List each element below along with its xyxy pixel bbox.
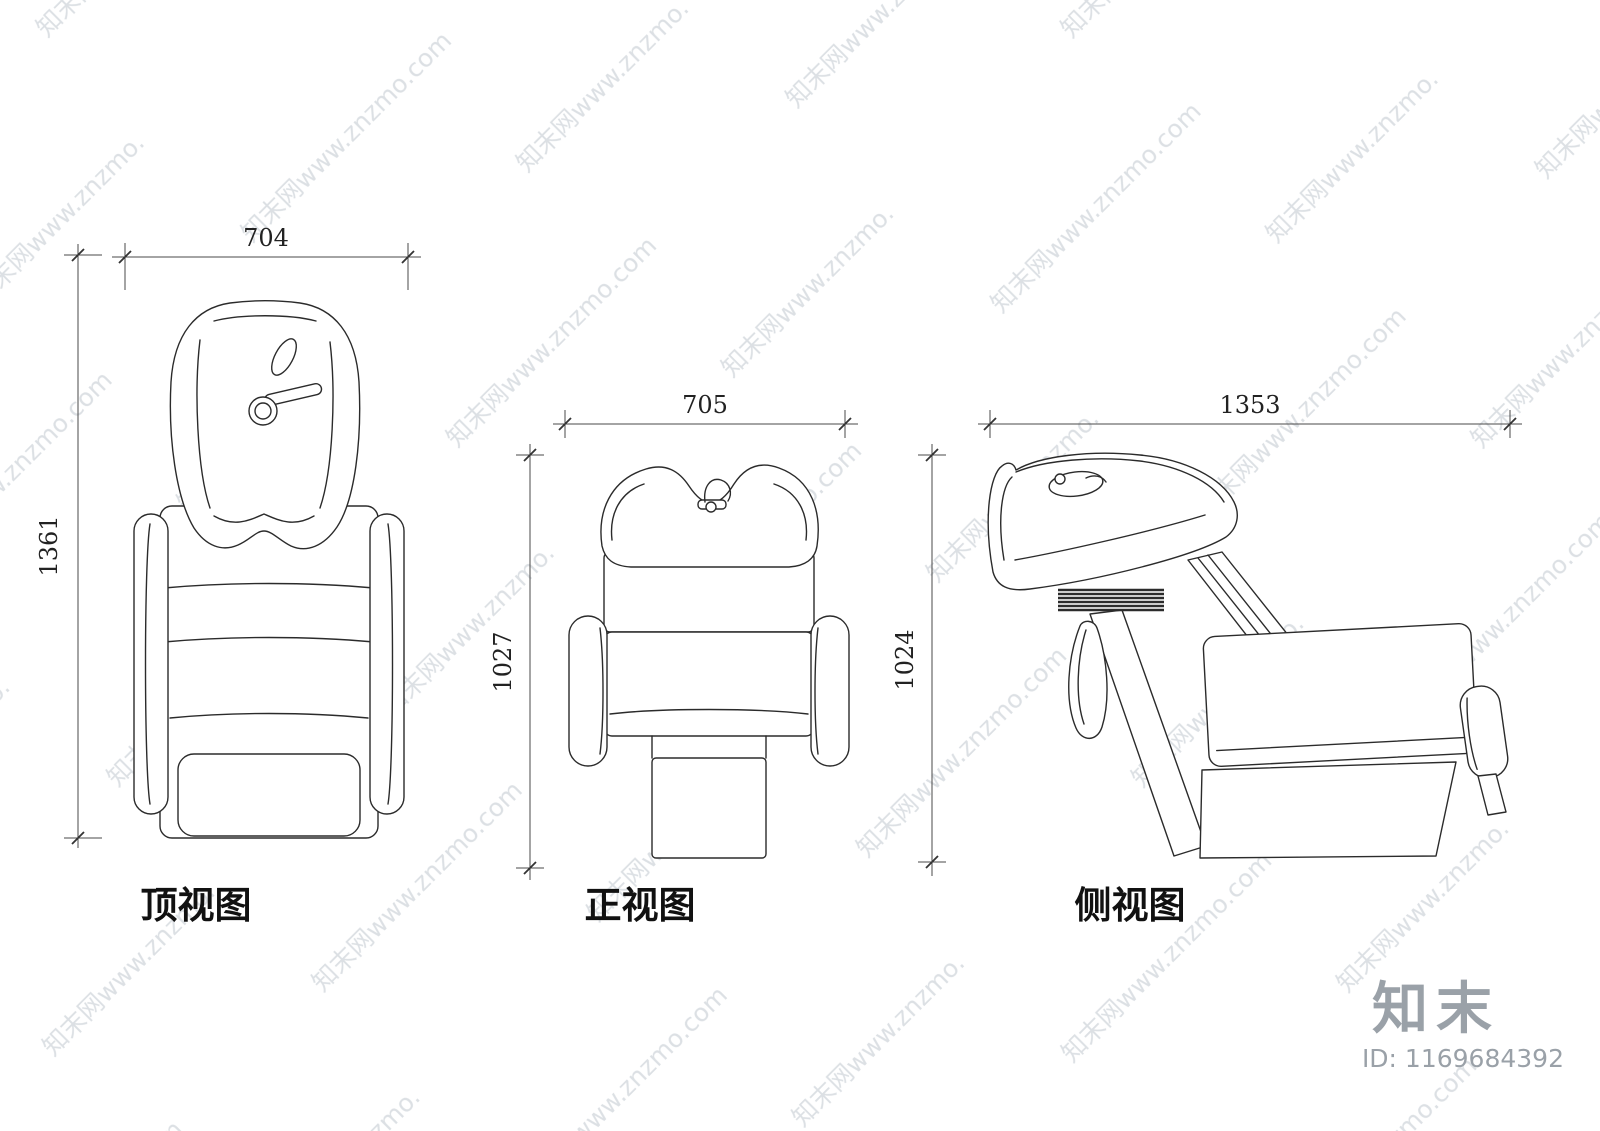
side-view-width-value: 1353 [1219,391,1280,419]
side-drain-hose [1068,620,1108,740]
front-seat [603,631,815,737]
top-faucet-spout [270,338,298,376]
top-basin-neckrest [213,513,315,523]
side-pipe-band [1058,588,1164,612]
front-armrest-right-line [814,627,819,755]
top-basin-rim-top [213,315,317,322]
side-footrest-bracket [1477,773,1507,816]
top-faucet-knob [248,396,278,426]
side-view: 1353 1024 侧视图 [891,391,1522,927]
top-view-label: 顶视图 [141,883,252,927]
side-faucet-spout [1085,475,1107,483]
top-view-height-dimension: 1361 [35,244,102,848]
side-view-height-value: 1024 [891,629,919,690]
top-armrest-left-line [144,523,151,805]
top-view-width-value: 704 [243,224,289,252]
front-view-width-dimension: 705 [553,391,858,438]
front-view-drawing [568,464,850,859]
side-view-height-dimension: 1024 [891,444,946,876]
front-basin-outline [600,464,819,568]
top-seat-line-3 [169,712,369,719]
top-seat-line-1 [163,582,375,589]
side-footrest-line [1466,697,1478,771]
front-view: 705 1027 正视图 [489,391,858,927]
top-armrest-right-line [387,523,394,805]
front-view-height-value: 1027 [489,631,517,692]
top-basin-rim-left [196,339,211,509]
front-seat-underside [651,735,767,759]
top-view-width-dimension: 704 [112,224,421,290]
side-seat-cushion-group [1202,622,1478,768]
front-basin-rim-right [773,483,808,541]
side-recline-strut-lines [1197,554,1279,647]
top-view-drawing [133,300,405,839]
front-armrest-left-line [599,627,604,755]
brand-logo: 知末 [1372,976,1500,1042]
side-base-platform [1199,761,1457,859]
front-faucet-knob [705,501,717,513]
side-view-drawing [987,452,1509,859]
image-id: ID: 1169684392 [1361,1044,1564,1073]
side-drain-hose-line [1077,629,1087,725]
top-faucet-knob-inner [254,402,272,420]
side-basin-inner [1014,514,1206,561]
front-armrest-right [810,615,850,767]
front-faucet-spout [704,478,732,503]
front-view-label: 正视图 [585,883,696,927]
side-footrest-group [1459,685,1509,779]
top-view: 704 1361 顶视图 [35,224,421,927]
side-seat-cushion [1202,622,1478,768]
front-view-width-value: 705 [682,391,728,419]
top-armrest-left [133,513,169,815]
top-basin-rim-right [319,341,334,509]
side-basin-rim-top [1015,458,1225,503]
side-view-label: 侧视图 [1075,883,1186,927]
top-footrest [177,753,361,837]
side-view-width-dimension: 1353 [978,391,1522,438]
top-seat-line-2 [163,636,375,643]
front-pedestal [651,757,767,859]
top-armrest-right [369,513,405,815]
front-view-height-dimension: 1027 [489,444,544,880]
front-seat-line [609,708,809,715]
side-seat-cushion-line [1216,736,1470,752]
side-basin-rim-left [1000,476,1013,561]
top-view-height-value: 1361 [35,515,63,576]
front-basin-rim-left [610,483,645,541]
side-faucet-knob [1054,473,1066,485]
front-armrest-left [568,615,608,767]
